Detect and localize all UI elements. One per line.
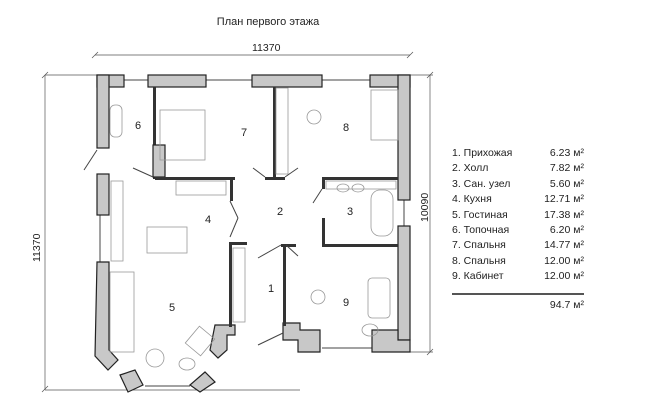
bed <box>159 109 206 161</box>
room-labels: 1 2 3 4 5 6 7 8 9 <box>135 120 353 314</box>
room-name: 5. Гостиная <box>452 208 508 221</box>
windows <box>99 79 405 387</box>
legend-row: 5. Гостиная 17.38 м² <box>452 208 584 223</box>
room-name: 3. Сан. узел <box>452 177 511 190</box>
room-area: 7.82 м² <box>549 162 584 175</box>
dim-top: 11370 <box>252 42 281 54</box>
room-name: 8. Спальня <box>452 254 506 267</box>
room-name: 6. Топочная <box>452 223 510 236</box>
room-name: 7. Спальня <box>452 239 506 252</box>
room-label-6: 6 <box>135 120 141 132</box>
room-area: 12.71 м² <box>544 193 584 206</box>
dim-right: 10090 <box>419 193 431 222</box>
room-name: 4. Кухня <box>452 193 492 206</box>
room-area: 14.77 м² <box>544 239 584 252</box>
legend-row: 7. Спальня 14.77 м² <box>452 238 584 253</box>
dimension-lines <box>41 51 434 393</box>
total-area: 94.7 м² <box>549 298 584 311</box>
legend-row: 8. Спальня 12.00 м² <box>452 254 584 269</box>
legend-row: 3. Сан. узел 5.60 м² <box>452 177 584 192</box>
room-area: 12.00 м² <box>544 254 584 267</box>
room-name: 9. Кабинет <box>452 270 504 283</box>
room-label-7: 7 <box>241 127 247 139</box>
room-area: 17.38 м² <box>544 208 584 221</box>
legend-row: 4. Кухня 12.71 м² <box>452 192 584 207</box>
dim-left: 11370 <box>31 233 43 262</box>
room-label-9: 9 <box>343 297 349 309</box>
room-area: 6.20 м² <box>549 223 584 236</box>
room-name: 2. Холл <box>452 162 489 175</box>
room-label-3: 3 <box>347 206 353 218</box>
sofa-2 <box>367 277 391 319</box>
legend-row: 9. Кабинет 12.00 м² <box>452 269 584 284</box>
bathtub <box>370 189 394 237</box>
room-label-2: 2 <box>277 206 283 218</box>
room-area: 5.60 м² <box>549 177 584 190</box>
legend-row: 2. Холл 7.82 м² <box>452 161 584 176</box>
stove <box>175 180 227 196</box>
bed-2 <box>370 89 399 141</box>
bathtub-small <box>109 104 123 138</box>
room-label-1: 1 <box>268 283 274 295</box>
legend-row: 6. Топочная 6.20 м² <box>452 223 584 238</box>
plan-title: План первого этажа <box>216 16 320 28</box>
room-legend: 1. Прихожая 6.23 м² 2. Холл 7.82 м² 3. Сан… <box>452 146 584 311</box>
dining-table <box>146 226 188 254</box>
room-label-4: 4 <box>205 214 211 226</box>
wardrobe <box>275 87 289 175</box>
chair <box>306 109 322 125</box>
doors <box>83 149 323 346</box>
room-area: 6.23 м² <box>549 147 584 159</box>
walls <box>94 74 411 393</box>
wardrobe-2 <box>232 247 246 323</box>
legend-divider <box>452 292 584 295</box>
room-area: 12.00 м² <box>544 270 584 283</box>
furniture <box>109 87 399 371</box>
room-label-8: 8 <box>343 122 349 134</box>
sofa <box>109 271 135 353</box>
room-label-5: 5 <box>169 302 175 314</box>
legend-row: 1. Прихожая 6.23 м² <box>452 146 584 161</box>
room-name: 1. Прихожая <box>452 147 513 159</box>
